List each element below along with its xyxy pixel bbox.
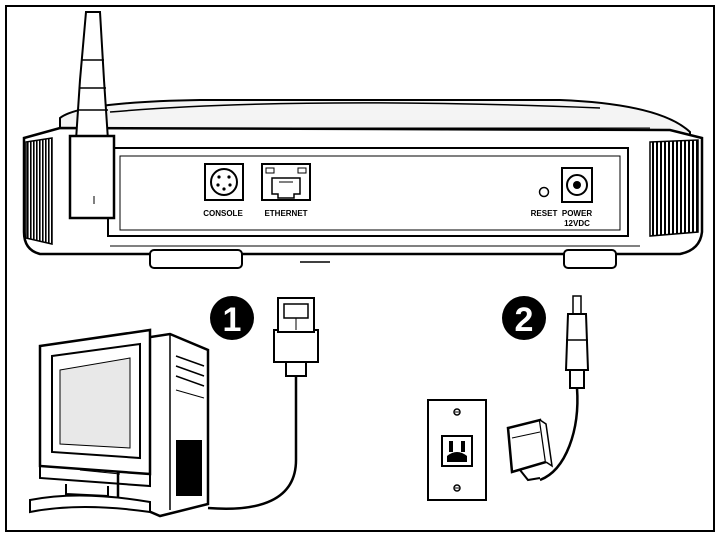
console-label: CONSOLE [203,209,243,218]
ethernet-plug-icon [207,297,319,510]
ethernet-label: ETHERNET [264,209,307,218]
computer-icon [29,328,210,518]
power-label-line2: 12VDC [564,219,590,228]
power-label-line1: POWER [562,209,592,218]
step-1-number: 1 [223,301,242,339]
step-2-number: 2 [515,301,534,339]
router-foot-right [563,249,617,269]
power-adapter-icon [506,418,553,482]
reset-button-icon [538,186,550,198]
antenna-icon [68,11,116,220]
console-port-icon [204,163,244,201]
reset-label: RESET [531,209,558,218]
router-foot-left [149,249,243,269]
step-badge-2: 2 [502,296,546,340]
power-plug-icon [539,295,590,482]
step-badge-1: 1 [210,296,254,340]
ethernet-port-icon [261,163,311,201]
power-port-icon [561,167,593,203]
router-icon [22,99,704,269]
wall-outlet-icon [427,399,487,501]
